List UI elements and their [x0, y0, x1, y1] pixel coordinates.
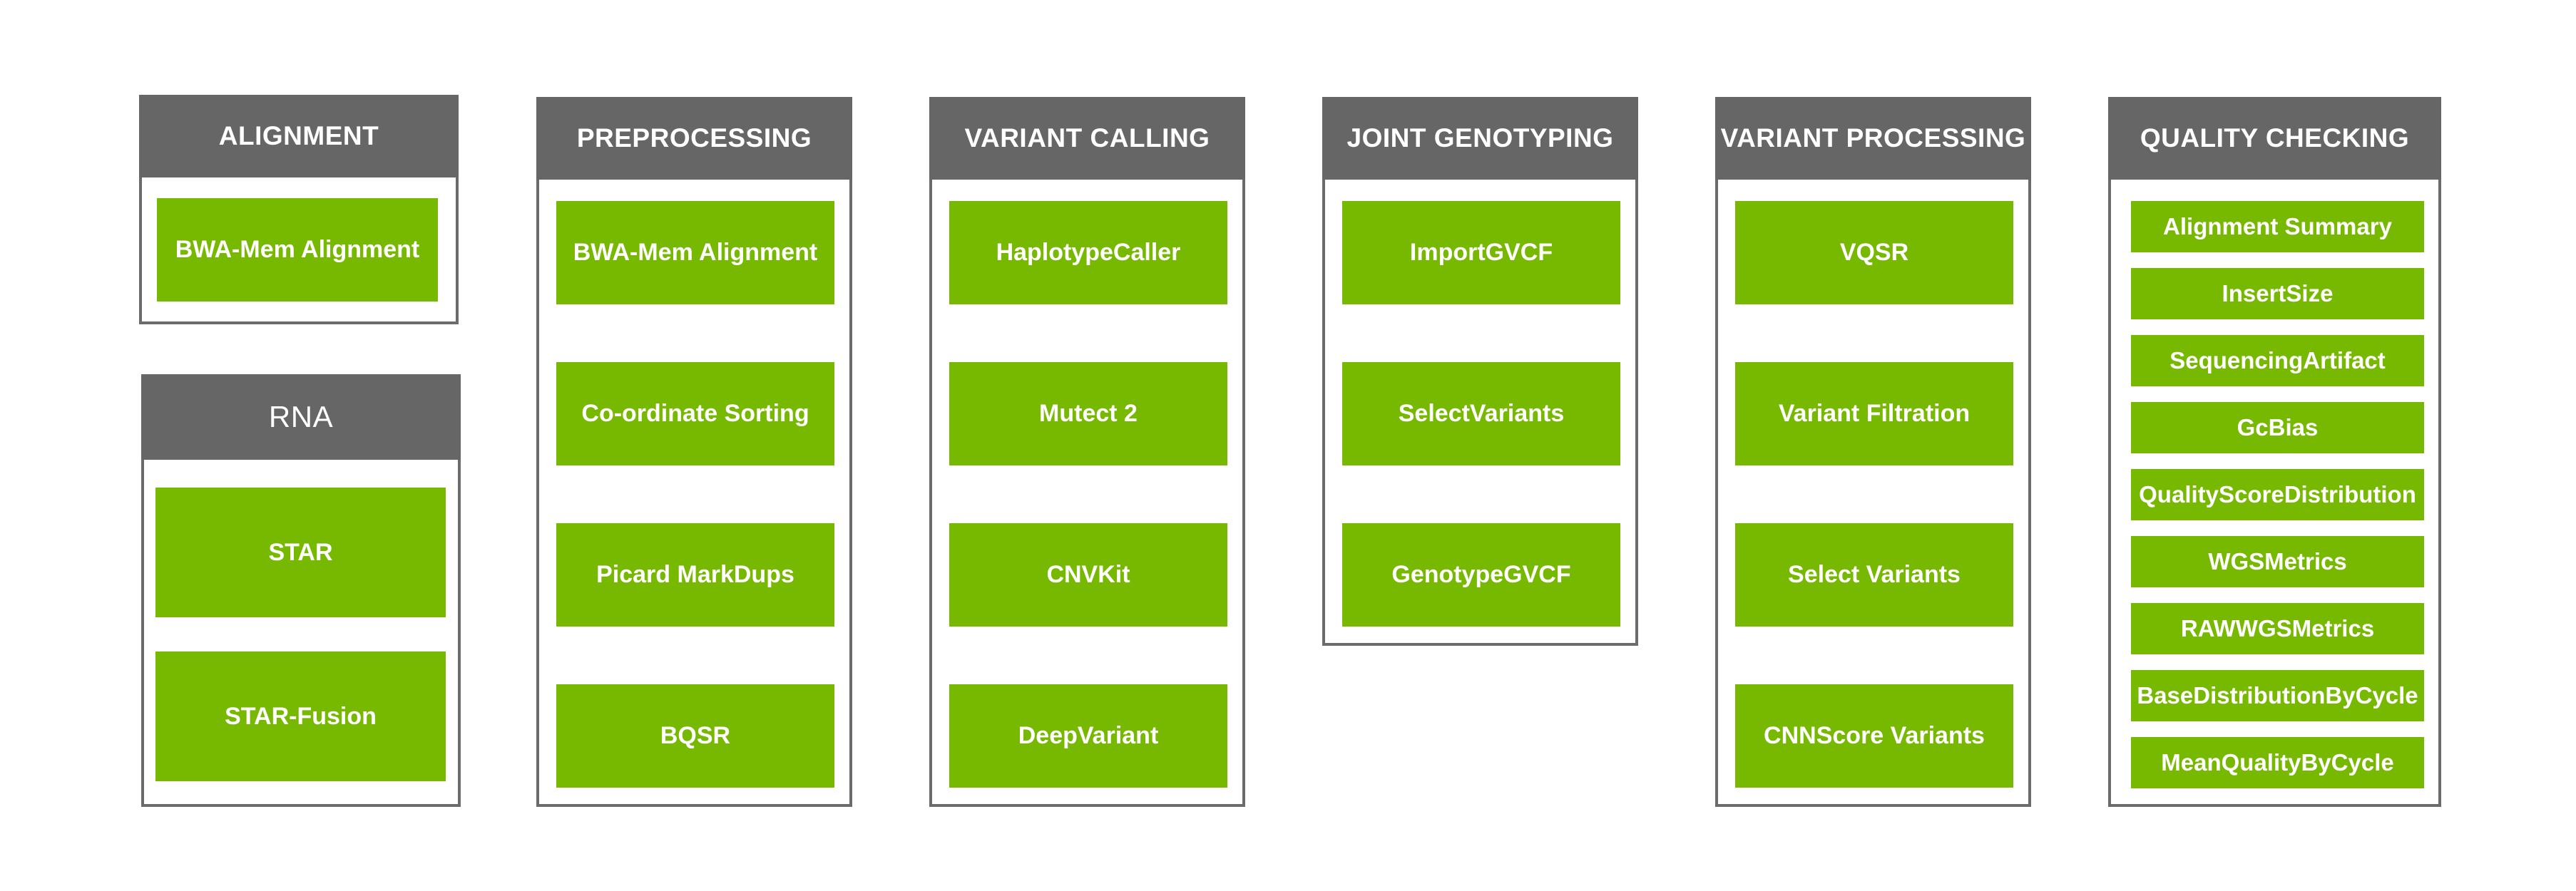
qc-item-wgsmetrics[interactable]: WGSMetrics [2131, 536, 2424, 587]
alignment-item-bwa-mem[interactable]: BWA-Mem Alignment [157, 198, 438, 302]
panel-preprocessing-title: PREPROCESSING [536, 97, 852, 180]
variant-calling-item-haplotypecaller[interactable]: HaplotypeCaller [949, 201, 1227, 304]
panel-variant-calling: VARIANT CALLING HaplotypeCaller Mutect 2… [929, 97, 1245, 807]
qc-item-sequencingartifact[interactable]: SequencingArtifact [2131, 335, 2424, 386]
qc-item-rawwgsmetrics[interactable]: RAWWGSMetrics [2131, 603, 2424, 654]
variant-processing-item-variant-filtration[interactable]: Variant Filtration [1735, 362, 2013, 465]
panel-quality-checking-title: QUALITY CHECKING [2108, 97, 2441, 180]
variant-calling-item-mutect2[interactable]: Mutect 2 [949, 362, 1227, 465]
panel-joint-genotyping: JOINT GENOTYPING ImportGVCF SelectVarian… [1322, 97, 1638, 646]
panel-rna-title: RNA [141, 374, 461, 460]
qc-item-gcbias[interactable]: GcBias [2131, 402, 2424, 453]
qc-item-meanqualitybycycle[interactable]: MeanQualityByCycle [2131, 737, 2424, 788]
joint-genotyping-item-selectvariants[interactable]: SelectVariants [1342, 362, 1620, 465]
qc-item-qualityscoredistribution[interactable]: QualityScoreDistribution [2131, 469, 2424, 520]
panel-rna: RNA STAR STAR-Fusion [141, 374, 461, 807]
rna-item-star-fusion[interactable]: STAR-Fusion [155, 651, 446, 781]
preprocessing-item-picard-markdups[interactable]: Picard MarkDups [556, 523, 834, 627]
variant-processing-item-select-variants[interactable]: Select Variants [1735, 523, 2013, 627]
preprocessing-item-bwa-mem[interactable]: BWA-Mem Alignment [556, 201, 834, 304]
variant-calling-item-deepvariant[interactable]: DeepVariant [949, 684, 1227, 788]
qc-item-alignment-summary[interactable]: Alignment Summary [2131, 201, 2424, 252]
preprocessing-item-bqsr[interactable]: BQSR [556, 684, 834, 788]
panel-joint-genotyping-title: JOINT GENOTYPING [1322, 97, 1638, 180]
variant-processing-item-vqsr[interactable]: VQSR [1735, 201, 2013, 304]
qc-item-insertsize[interactable]: InsertSize [2131, 268, 2424, 319]
panel-variant-processing-title: VARIANT PROCESSING [1715, 97, 2031, 180]
rna-item-star[interactable]: STAR [155, 488, 446, 617]
preprocessing-item-coordinate-sorting[interactable]: Co-ordinate Sorting [556, 362, 834, 465]
variant-calling-item-cnvkit[interactable]: CNVKit [949, 523, 1227, 627]
panel-variant-processing: VARIANT PROCESSING VQSR Variant Filtrati… [1715, 97, 2031, 807]
panel-preprocessing: PREPROCESSING BWA-Mem Alignment Co-ordin… [536, 97, 852, 807]
panel-quality-checking: QUALITY CHECKING Alignment Summary Inser… [2108, 97, 2441, 807]
panel-alignment: ALIGNMENT BWA-Mem Alignment [139, 95, 459, 324]
variant-processing-item-cnnscore-variants[interactable]: CNNScore Variants [1735, 684, 2013, 788]
joint-genotyping-item-importgvcf[interactable]: ImportGVCF [1342, 201, 1620, 304]
joint-genotyping-item-genotypegvcf[interactable]: GenotypeGVCF [1342, 523, 1620, 627]
qc-item-basedistributionbycycle[interactable]: BaseDistributionByCycle [2131, 670, 2424, 721]
panel-variant-calling-title: VARIANT CALLING [929, 97, 1245, 180]
panel-alignment-title: ALIGNMENT [139, 95, 459, 177]
